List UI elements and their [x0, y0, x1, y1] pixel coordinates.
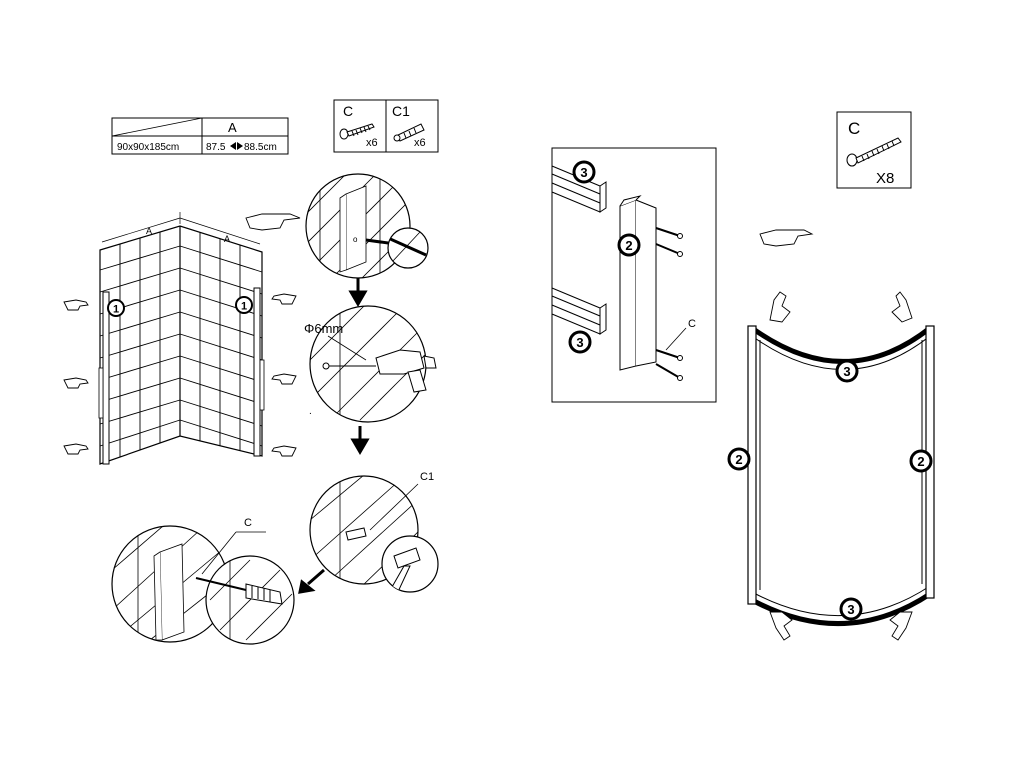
svg-text:.: . — [309, 406, 312, 417]
hand-pointer-icon — [759, 229, 913, 641]
arrow-down-icon — [350, 426, 370, 455]
wall-dimension-label-left: A — [146, 226, 152, 236]
detail-screw-profile — [111, 525, 229, 643]
parts-box-right-label: C — [848, 119, 860, 138]
wall-profile-right — [253, 287, 265, 457]
screw-icon — [846, 137, 902, 167]
part-c-label: C — [343, 103, 353, 119]
frame-marker-top: 3 — [835, 359, 859, 383]
arrow-diagonal-icon — [298, 568, 325, 594]
part-c-qty: x6 — [366, 137, 378, 149]
detail-mark-wall: o — [305, 173, 411, 279]
wall-plug-icon — [393, 123, 425, 142]
frame-marker-bottom: 3 — [839, 597, 863, 621]
drill-diameter-label: Φ6mm — [304, 321, 343, 336]
range-arrows-icon — [230, 142, 243, 150]
screwdriver-icon — [195, 577, 283, 605]
part-c1-label: C1 — [392, 103, 410, 119]
detail-drill — [309, 305, 437, 423]
arrow-down-icon — [348, 278, 368, 307]
svg-text:3: 3 — [843, 364, 850, 379]
detail-screw-label: C — [688, 318, 696, 330]
svg-text:3: 3 — [580, 165, 587, 180]
parts-box-right-qty: X8 — [876, 170, 894, 187]
parts-box-right: C X8 — [836, 111, 912, 189]
plug-label: C1 — [420, 471, 434, 483]
size-table-header: A — [228, 120, 237, 135]
wall-dimension-label-right: A — [224, 234, 230, 244]
pencil-detail — [387, 227, 429, 269]
svg-text:2: 2 — [735, 452, 742, 467]
detail-marker-rail-bottom: 3 — [568, 330, 592, 354]
size-table-model: 90x90x185cm — [117, 142, 179, 153]
screw-label: C — [244, 517, 252, 529]
detail-marker-profile: 2 — [617, 233, 641, 257]
profile-marker-right: 1 — [235, 296, 253, 314]
screwdriver-detail — [195, 555, 295, 645]
profile-marker-left: 1 — [107, 299, 125, 317]
svg-text:1: 1 — [241, 301, 247, 313]
svg-text:3: 3 — [847, 602, 854, 617]
part-c1-qty: x6 — [414, 137, 426, 149]
frame-joint-detail-box — [551, 147, 717, 403]
svg-text:3: 3 — [576, 335, 583, 350]
svg-text:2: 2 — [917, 454, 924, 469]
parts-box-left: C x6 C1 x6 — [333, 99, 439, 153]
size-table: A 90x90x185cm 87.5 88.5cm — [111, 117, 289, 155]
svg-text:2: 2 — [625, 238, 632, 253]
hammer-detail — [381, 535, 439, 593]
frame-marker-left: 2 — [727, 447, 751, 471]
hand-pointer-icon — [63, 213, 301, 457]
svg-text:1: 1 — [113, 304, 119, 316]
tiled-wall-corner — [99, 212, 263, 465]
svg-text:o: o — [353, 235, 358, 244]
hammer-icon — [393, 547, 421, 569]
screw-icon — [339, 123, 375, 140]
frame-marker-right: 2 — [909, 449, 933, 473]
detail-marker-rail-top: 3 — [572, 160, 596, 184]
size-table-range-max: 88.5cm — [244, 142, 277, 153]
drill-icon — [328, 349, 437, 393]
size-table-range-min: 87.5 — [206, 142, 226, 153]
wall-profile-left — [98, 291, 110, 465]
